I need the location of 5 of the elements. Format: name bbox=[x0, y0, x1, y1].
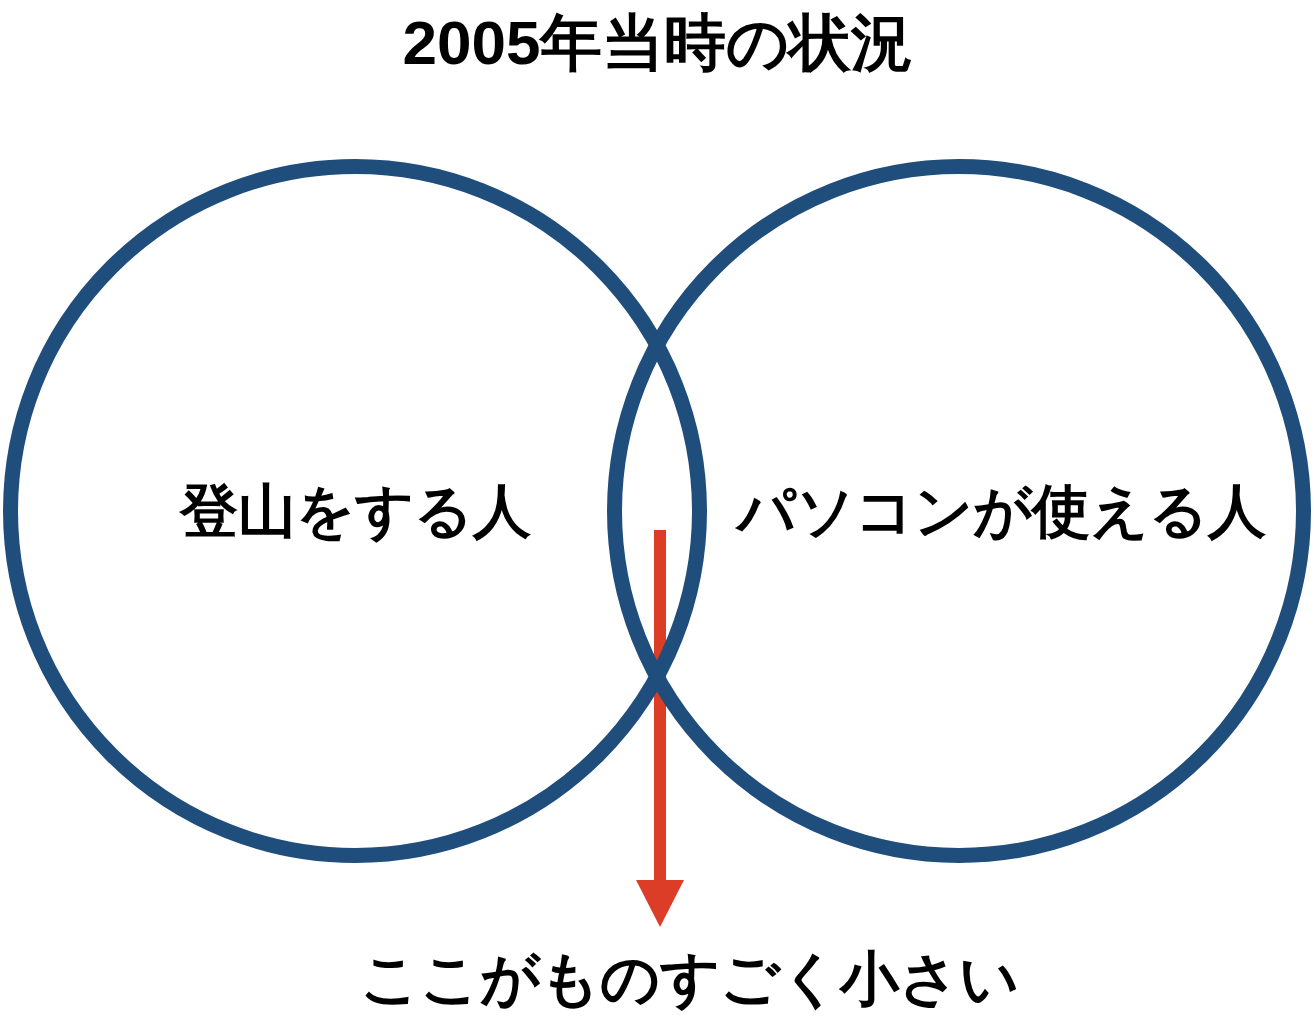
venn-circle bbox=[607, 159, 1311, 863]
circle-label: パソコンが使える人 bbox=[736, 482, 1266, 540]
venn-circle bbox=[3, 159, 707, 863]
title: 2005年当時の状況 bbox=[402, 12, 914, 74]
callout-text: ここがものすごく小さい bbox=[359, 927, 1019, 1009]
